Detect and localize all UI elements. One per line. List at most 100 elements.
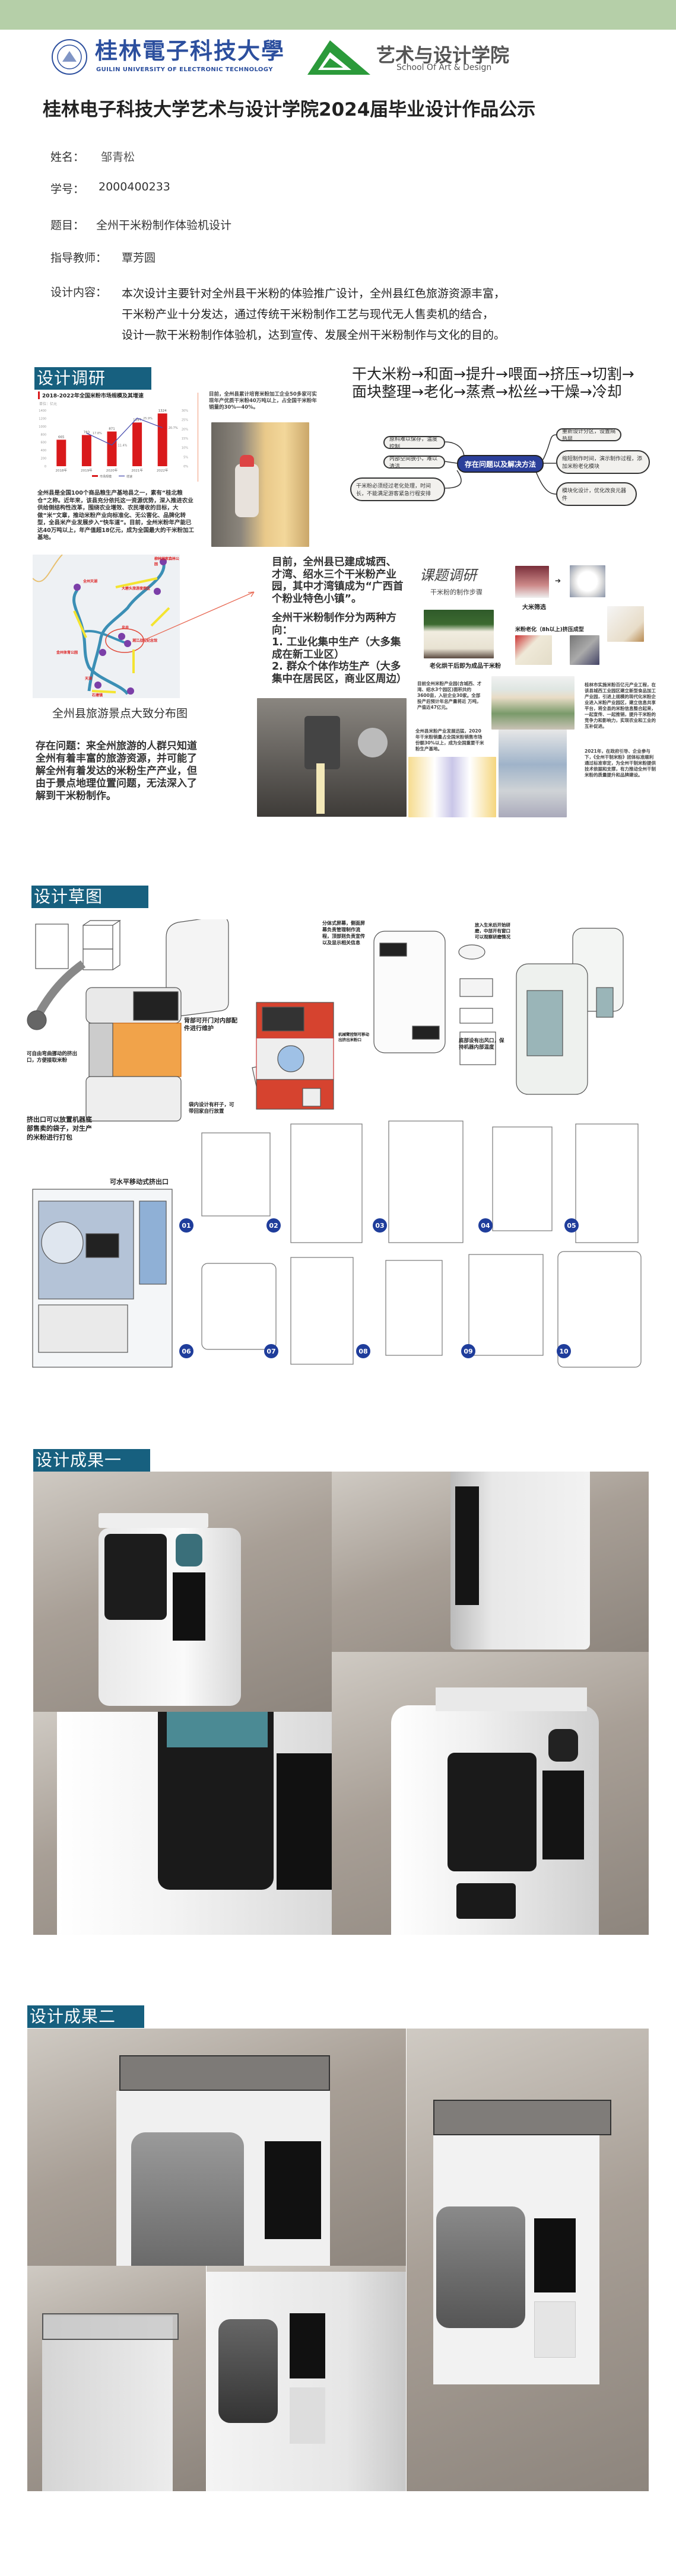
university-name-cn: 桂林電子科技大學 [95, 37, 285, 64]
bar [56, 440, 66, 466]
map-label: 柳林国家森林公园 [154, 557, 180, 566]
id-label: 学号： [50, 183, 85, 196]
result2-heading: 设计成果二 [27, 2005, 144, 2028]
market-text: 全州县米粉产业发展迅猛，2020年干米粉销量占全国米粉销售市场份额30%以上，成… [415, 728, 484, 752]
x-tick-label: 2020年 [106, 468, 118, 473]
park-text: 目前全州米粉产业园(含城西、才湾、绍水3个园区)面积共约3600亩，入驻企业30… [417, 681, 482, 710]
mindmap-node: 重新设计分区，设置隔热层 [556, 428, 621, 442]
y-tick-label: 1000 [39, 425, 46, 429]
page-title: 桂林电子科技大学艺术与设计学院2024届毕业设计作品公示 [43, 99, 536, 120]
school-logo: 艺术与设计学院 School Of Art & Design [307, 39, 533, 77]
industry-list-item: 1. 工业化集中生产（大多集成在新工业区） [272, 636, 401, 661]
mindmap-node: 内部空间狭小，难以清洁 [383, 456, 445, 470]
research-heading: 设计调研 [34, 367, 151, 390]
red-machine-sketch [256, 1002, 334, 1110]
rice-selection-photo [515, 566, 549, 598]
school-name-en: School Of Art & Design [396, 63, 492, 72]
sketch-number-badge: 05 [564, 1218, 579, 1233]
result1-heading: 设计成果一 [33, 1449, 150, 1472]
growth-line [86, 418, 163, 446]
topic-research-title: 课题调研 [420, 567, 477, 584]
sketch-number-badge: 04 [478, 1218, 493, 1233]
map-label: 金州体育公园 [56, 651, 78, 655]
rate-label: 11.4% [118, 444, 128, 447]
rate-label: 17.8% [93, 432, 102, 435]
map-label: 石塘镇 [92, 693, 103, 698]
industry-text: 目前，全州县已建成城西、才湾、绍水三个干米粉产业园，其中才湾镇成为“广西首个粉业… [272, 556, 407, 685]
render2-closeup-view [207, 2266, 406, 2491]
sketch-number-badge: 08 [356, 1344, 370, 1358]
map-label: 湘江战役纪念馆 [132, 639, 158, 643]
sketch-number-badge: 09 [461, 1344, 475, 1358]
university-name-en: GUILIN UNIVERSITY OF ELECTRONIC TECHNOLO… [96, 66, 273, 73]
problem-text: 存在问题：来全州旅游的人群只知道全州有着丰富的旅游资源，并可能了解全州有着发达的… [36, 740, 197, 802]
sketch-annotation: 放入生米后开始研磨，中部开有窗口可以观察研磨情况 [475, 922, 510, 940]
x-tick-label: 2018年 [56, 468, 68, 473]
industry-paragraph: 全州干米粉制作分为两种方向： [272, 612, 396, 636]
map-label: 大碧头旅游度假区 [122, 587, 151, 591]
rate-label: 25.9% [143, 417, 153, 421]
chart-plot: 02004006008001000120014000%5%10%15%20%25… [39, 409, 188, 479]
render2-front-view [27, 2029, 406, 2266]
sketch-annotation: 机械臂控制可移动出挤出米粉口 [338, 1032, 369, 1042]
sketch-annotation: 挤出口可以放置机器底部售卖的袋子，对生产的米粉进行打包 [27, 1116, 92, 1141]
y2-tick-label: 10% [182, 447, 188, 450]
rate-label: 20.7% [169, 426, 178, 430]
y2-tick-label: 5% [183, 456, 188, 459]
wireframe-boxes [35, 919, 121, 970]
content-label: 设计内容： [50, 286, 107, 299]
y2-tick-label: 25% [182, 419, 188, 422]
sketch-annotation: 可自由弯曲挪动的挤出口，方便接取米粉 [27, 1051, 78, 1063]
step-caption: 老化烘干后即为成品干米粉 [430, 663, 501, 670]
content-text: 本次设计主要针对全州县干米粉的体验推广设计，全州县红色旅游资源丰富， 干米粉产业… [122, 284, 505, 346]
industry-list-item: 2. 群众个体作坊生产（大多集中在居民区，商业区周边） [272, 661, 407, 685]
step-caption: 米粉老化（8h以上)挤压成型 [515, 627, 584, 633]
y2-tick-label: 20% [182, 428, 188, 431]
orange-machine-sketch [85, 987, 182, 1122]
blue-machine-sketch [32, 1189, 173, 1368]
university-logo: 桂林電子科技大學 GUILIN UNIVERSITY OF ELECTRONIC… [51, 38, 284, 76]
legend-swatch [92, 475, 98, 477]
industrial-park-photo [491, 676, 575, 730]
bar [132, 422, 142, 466]
mindmap-node: 原料难以保存，温度控制 [383, 436, 445, 450]
industry-paragraph: 目前，全州县已建成城西、才湾、绍水三个干米粉产业园，其中才湾镇成为“广西首个粉业… [272, 556, 404, 605]
dried-noodles-photo [424, 610, 494, 658]
sketch-number-badge: 06 [179, 1344, 193, 1358]
standard-text: 2021年，在政府引导、企业参与下，《全州干制米粉》团体标准顺利通过标准审定，为… [585, 749, 656, 778]
mindmap-node: 缩短制作时间，演示制作过程，添加米粉老化模块 [556, 450, 650, 474]
chart-title: 2018-2022年全国米粉市场规模及其增速 [38, 391, 144, 399]
sketch-annotation: 袋内设计有杆子，可带回家自行放置 [189, 1102, 234, 1115]
student-id: 2000400233 [99, 180, 170, 193]
sketch-drawings [27, 919, 642, 1368]
bar-value-label: 665 [58, 435, 65, 439]
x-tick-label: 2022年 [157, 468, 169, 473]
noodle-production-line-photo [408, 757, 496, 817]
noodle-pressing-photo [515, 635, 552, 665]
sketch-number-badge: 03 [373, 1218, 387, 1233]
school-name-cn: 艺术与设计学院 [376, 44, 510, 66]
chart-unit: 单位：亿元 [39, 402, 58, 406]
advisor-value: 覃芳圆 [122, 251, 156, 265]
sketch-number-badge: 07 [264, 1344, 278, 1358]
tourism-map: 全州天湖 大碧头旅游度假区 炎井 湘江战役纪念馆 金州体育公园 柳林国家森林公园… [33, 555, 180, 698]
process-line: 面块整理→老化→蒸煮→松丝→干燥→冷却 [352, 383, 622, 400]
y-tick-label: 400 [40, 449, 46, 453]
map-label: 炎井 [122, 626, 129, 630]
sketch-number-badge: 02 [266, 1218, 281, 1233]
school-triangle-icon [307, 40, 370, 75]
topic-label: 题目： [50, 219, 85, 232]
render-angled-view [332, 1652, 649, 1935]
render-front-view [33, 1472, 332, 1712]
content-line: 设计一款干米粉制作体验机，达到宣传、发展全州干米粉制作与文化的目的。 [122, 329, 506, 342]
process-line: 干大米粉→和面→提升→喂面→挤压→切割→ [352, 365, 634, 383]
sketch-annotation: 底部设有出风口，保持机器内部温度 [459, 1038, 504, 1050]
x-tick-label: 2019年 [81, 468, 93, 473]
bar-value-label: 1324 [158, 409, 167, 413]
tall-machine-sketch [373, 931, 446, 1053]
sketch-annotation: 可水平移动式挤出口 [110, 1178, 169, 1186]
photo-caption: 目前，全州县累计培育米粉加工企业50多家可实现年产优质干米粉40万吨以上，占全国… [209, 391, 317, 410]
legend-label: 增速 [126, 475, 132, 479]
mindmap-center: 存在问题以及解决方法 [457, 455, 544, 473]
university-emblem-icon [52, 39, 87, 75]
